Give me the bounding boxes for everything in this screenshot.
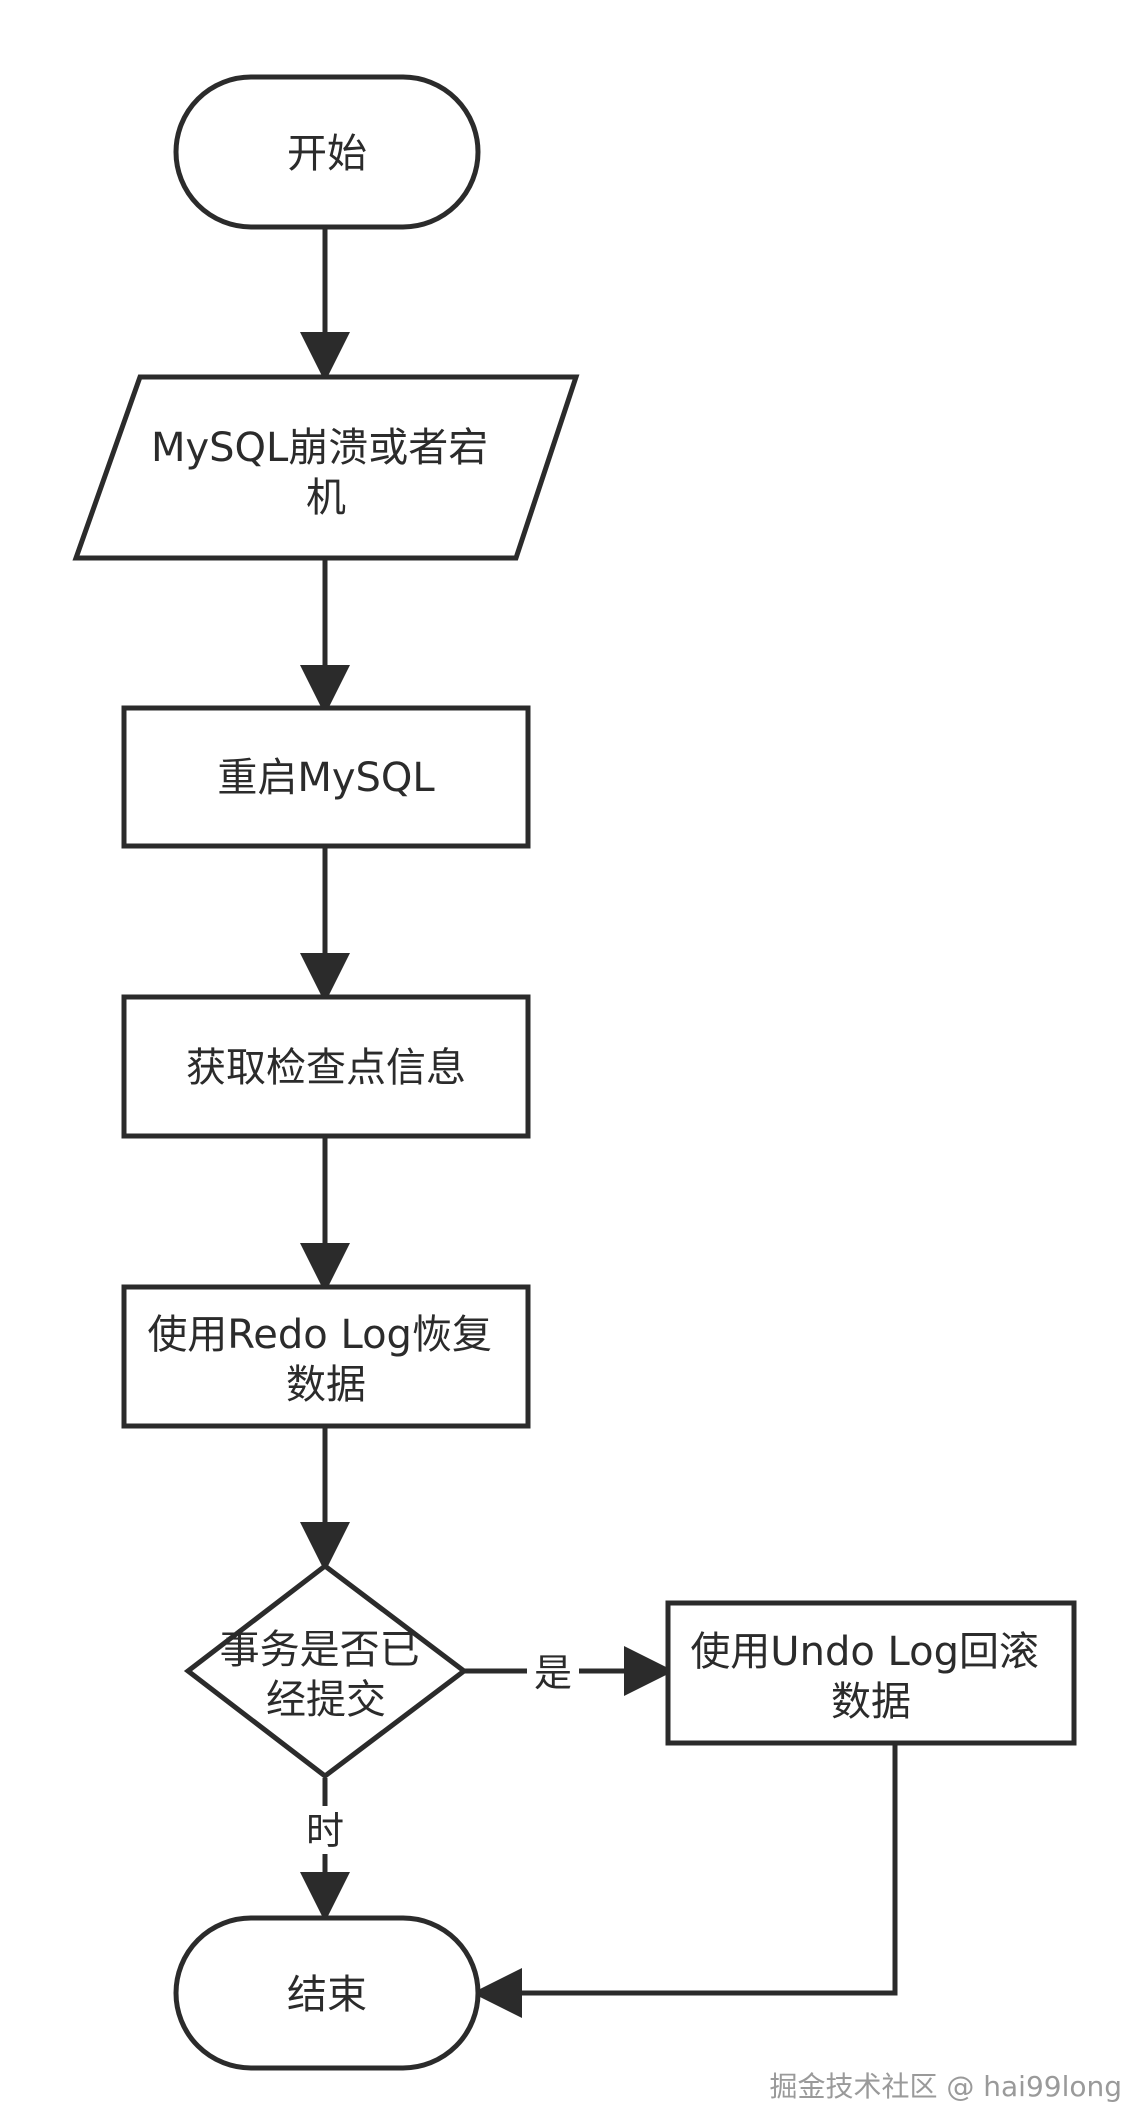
end-terminator bbox=[173, 1915, 481, 2071]
edge-label-yes: 是 bbox=[534, 1651, 572, 1695]
node-start: 开始 bbox=[173, 74, 481, 230]
crash-parallelogram bbox=[72, 374, 580, 561]
restart-label: 重启MySQL bbox=[217, 755, 435, 801]
end-label: 结束 bbox=[287, 1972, 367, 2018]
decision-label: 事务是否已 经提交 bbox=[220, 1627, 433, 1723]
node-checkpoint: 获取检查点信息 bbox=[121, 994, 531, 1139]
undo-process-box bbox=[665, 1600, 1077, 1746]
redo-label-line-1: 使用Redo Log恢复 bbox=[147, 1312, 492, 1358]
undo-label-line-1: 使用Undo Log回滚 bbox=[690, 1629, 1039, 1675]
node-restart: 重启MySQL bbox=[121, 705, 531, 849]
node-crash: MySQL崩溃或者宕 机 bbox=[72, 374, 580, 561]
node-end: 结束 bbox=[173, 1915, 481, 2071]
undo-label-line-2: 数据 bbox=[831, 1679, 911, 1725]
watermark-text: 掘金技术社区 @ hai99long bbox=[769, 2070, 1122, 2103]
decision-label-line-2: 经提交 bbox=[266, 1677, 386, 1723]
node-decision: 事务是否已 经提交 bbox=[183, 1562, 469, 1780]
edge-undo-to-end bbox=[472, 1744, 898, 2018]
node-undo: 使用Undo Log回滚 数据 bbox=[665, 1600, 1077, 1746]
crash-label-line-2: 机 bbox=[306, 475, 346, 521]
undo-label: 使用Undo Log回滚 数据 bbox=[690, 1629, 1051, 1725]
start-terminator bbox=[173, 74, 481, 230]
node-redo: 使用Redo Log恢复 数据 bbox=[121, 1284, 531, 1429]
crash-label: MySQL崩溃或者宕 机 bbox=[151, 425, 501, 521]
start-label: 开始 bbox=[287, 131, 367, 177]
redo-label-line-2: 数据 bbox=[286, 1362, 366, 1408]
checkpoint-label: 获取检查点信息 bbox=[186, 1045, 466, 1091]
edge-label-no: 时 bbox=[306, 1809, 344, 1853]
restart-process-box bbox=[121, 705, 531, 849]
crash-label-line-1: MySQL崩溃或者宕 bbox=[151, 425, 488, 471]
decision-label-line-1: 事务是否已 bbox=[220, 1627, 420, 1673]
redo-label: 使用Redo Log恢复 数据 bbox=[147, 1312, 504, 1408]
yes-label-bg bbox=[527, 1648, 579, 1694]
checkpoint-process-box bbox=[121, 994, 531, 1139]
decision-diamond bbox=[183, 1562, 469, 1780]
no-label-bg bbox=[302, 1806, 348, 1854]
redo-process-box bbox=[121, 1284, 531, 1429]
